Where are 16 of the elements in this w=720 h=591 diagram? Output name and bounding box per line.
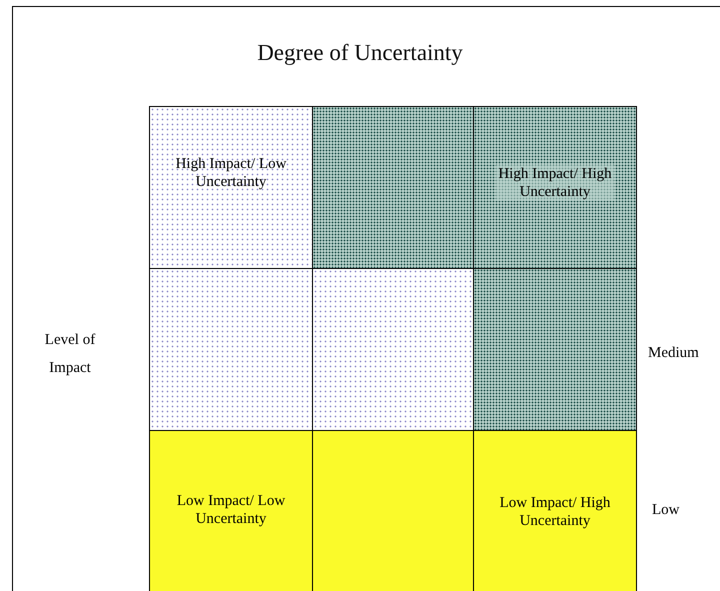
cell-label: High Impact/ Low Uncertainty: [174, 154, 288, 190]
matrix-cell: [149, 106, 313, 269]
row-label: Low: [652, 501, 680, 520]
matrix-cell: [473, 430, 637, 591]
grid-cell: [312, 430, 474, 591]
grid-cell: [149, 268, 313, 431]
cell-label: Low Impact/ High Uncertainty: [498, 494, 612, 530]
grid-cell: [473, 268, 637, 431]
axis-label: Level of Impact: [44, 331, 96, 378]
cell-label: High Impact/ High Uncertainty: [496, 164, 614, 200]
matrix-cell: [149, 430, 313, 591]
matrix-cell: [473, 106, 637, 269]
cell-label: Low Impact/ Low Uncertainty: [176, 492, 286, 528]
row-label: Medium: [648, 344, 700, 363]
title: Degree of Uncertainty: [256, 40, 464, 66]
grid-cell: [312, 106, 474, 269]
